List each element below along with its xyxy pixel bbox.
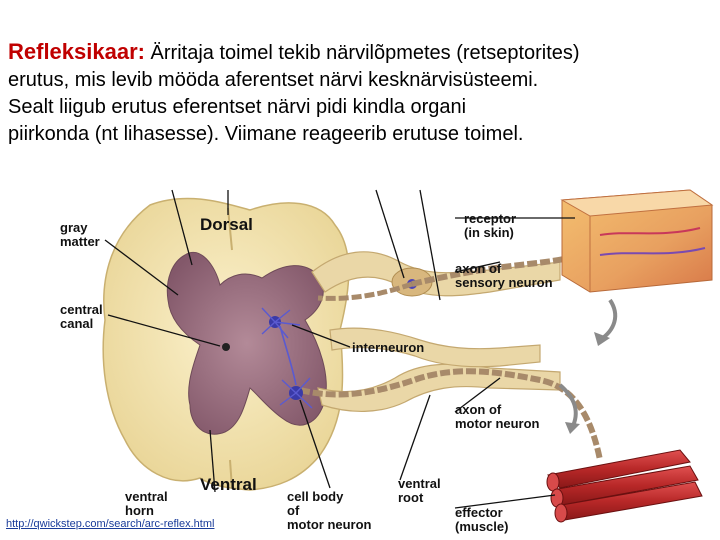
label-axon-motor: axon of motor neuron xyxy=(455,403,540,431)
label-cell-body-motor: cell body of motor neuron xyxy=(287,490,372,532)
label-ventral: Ventral xyxy=(200,478,257,492)
label-dorsal: Dorsal xyxy=(200,218,253,232)
arrow-sensory-direction xyxy=(600,300,615,340)
label-central-canal: central canal xyxy=(60,303,103,331)
skin-block xyxy=(562,190,712,292)
label-receptor: receptor (in skin) xyxy=(464,212,516,240)
label-gray-matter: gray matter xyxy=(60,221,100,249)
label-effector: effector (muscle) xyxy=(455,506,508,534)
source-link[interactable]: http://qwickstep.com/search/arc-reflex.h… xyxy=(6,518,214,530)
label-ventral-root: ventral root xyxy=(398,477,441,505)
muscle-bundle xyxy=(547,450,702,522)
central-canal-dot xyxy=(222,343,230,351)
label-axon-sensory: axon of sensory neuron xyxy=(455,262,553,290)
label-ventral-horn: ventral horn xyxy=(125,490,168,518)
label-interneuron: interneuron xyxy=(352,341,424,355)
